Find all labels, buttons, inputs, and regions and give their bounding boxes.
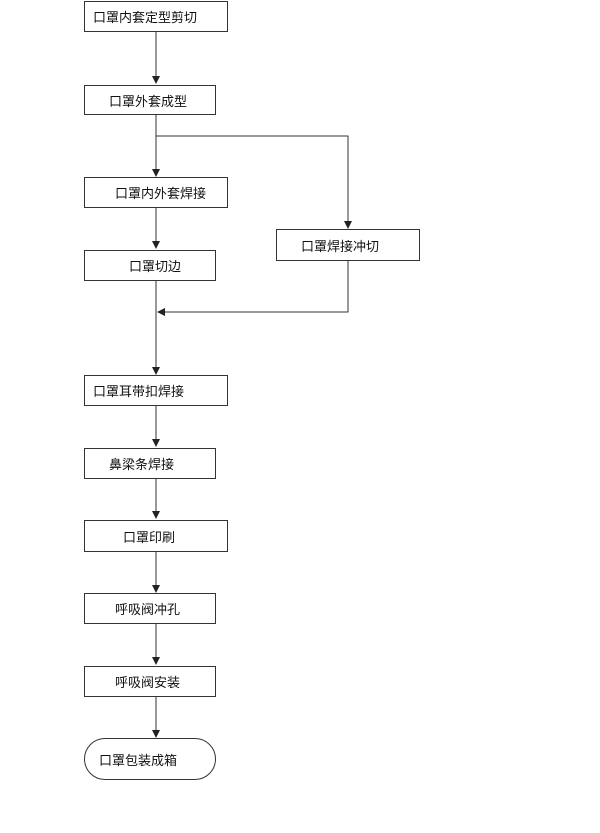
step-valve-install: 呼吸阀安装: [84, 666, 216, 697]
step-weld-punch: 口罩焊接冲切: [276, 229, 420, 261]
arrow-weld-punch-to-merge: [157, 261, 349, 316]
step-inner-outer-weld: 口罩内外套焊接: [84, 177, 228, 208]
arrow-outer-form-to-weld-punch: [156, 135, 352, 229]
step-nose-bar-weld: 鼻梁条焊接: [84, 448, 216, 479]
step-outer-form: 口罩外套成型: [84, 85, 216, 115]
step-pack-box: 口罩包装成箱: [84, 738, 216, 780]
step-valve-punch: 呼吸阀冲孔: [84, 593, 216, 624]
step-printing: 口罩印刷: [84, 520, 228, 552]
step-inner-cut: 口罩内套定型剪切: [84, 1, 228, 32]
step-earloop-weld: 口罩耳带扣焊接: [84, 375, 228, 406]
step-edge-trim: 口罩切边: [84, 250, 216, 281]
